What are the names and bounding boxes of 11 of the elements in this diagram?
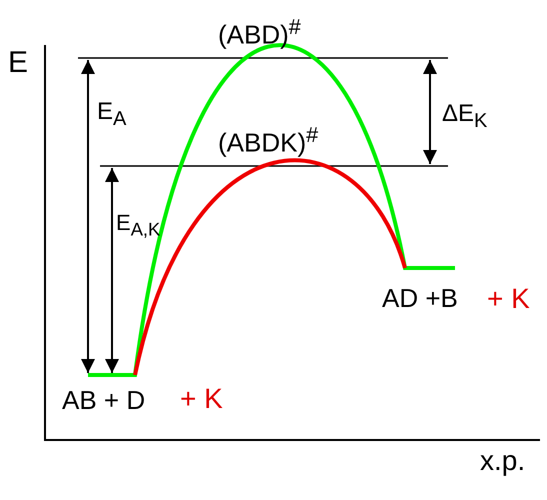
energy-label: E$_{A,K}$: [116, 212, 160, 239]
energy-label: E$_{A}$: [97, 100, 126, 129]
energy-label: ΔE$_{K}$: [442, 102, 488, 131]
axis-label: E: [8, 48, 28, 78]
state-label: (ABDK)$^{#}$: [218, 124, 318, 156]
species-label: + K: [487, 285, 530, 313]
species-label: AD +B: [382, 285, 458, 311]
species-label: + K: [180, 385, 223, 413]
state-label: (ABD)$^{#}$: [218, 16, 301, 48]
species-label: AB + D: [62, 387, 146, 413]
axis-label: x.p.: [480, 447, 526, 475]
